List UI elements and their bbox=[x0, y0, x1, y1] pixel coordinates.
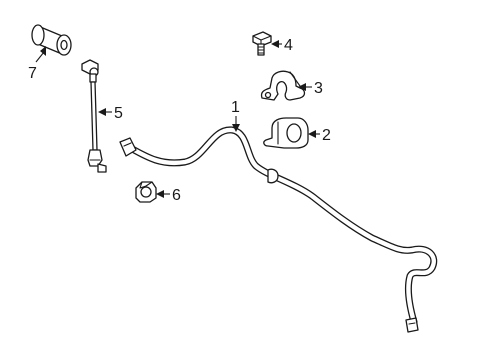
callout-label-1: 1 bbox=[231, 99, 240, 116]
callout-3: 3 bbox=[298, 80, 323, 97]
callout-5: 5 bbox=[98, 105, 123, 122]
callout-label-2: 2 bbox=[322, 127, 331, 144]
callout-2: 2 bbox=[308, 127, 331, 144]
callout-label-3: 3 bbox=[314, 80, 323, 97]
sleeve bbox=[31, 24, 72, 56]
nut bbox=[135, 181, 157, 203]
bushing bbox=[263, 117, 309, 149]
callout-label-5: 5 bbox=[114, 105, 123, 122]
callout-label-6: 6 bbox=[172, 187, 181, 204]
stabilizer-link bbox=[81, 59, 107, 173]
callout-1: 1 bbox=[231, 99, 240, 132]
stabilizer-bar bbox=[119, 126, 438, 333]
callout-label-4: 4 bbox=[284, 37, 293, 54]
callout-7: 7 bbox=[28, 46, 46, 82]
clamp-bracket bbox=[260, 70, 306, 101]
callout-4: 4 bbox=[271, 37, 293, 54]
bolt bbox=[252, 31, 272, 56]
callout-6: 6 bbox=[156, 187, 181, 204]
callout-label-7: 7 bbox=[28, 65, 37, 82]
